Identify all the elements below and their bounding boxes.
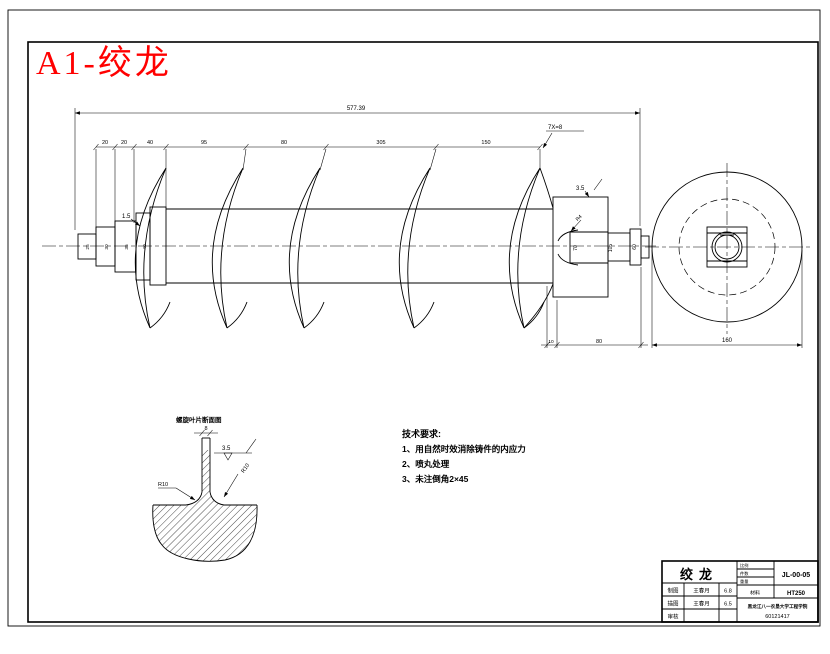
titleblock-mini-label-1: 比例 [740,562,748,569]
dim-left-step-2: 30 [104,244,110,250]
dim-seg-7: 150 [481,140,490,146]
dim-right-d70: 70 [573,245,579,251]
detail-view: 螺旋叶片断面图 8 3.5 R10 R10 [152,415,258,562]
dim-right-len80: 80 [596,339,602,345]
dim-right-d60: 60 [632,244,638,250]
dim-leader-note: 7X=8 [548,125,563,131]
titleblock-row1-label: 制图 [667,587,679,595]
tech-req-item-1: 1、用自然时效消除铸件的内应力 [402,444,526,454]
dim-left-chamfer: 1.5 [122,214,131,220]
titleblock-row1-name: 王春月 [693,587,710,595]
dim-left-step-3: 35 [124,244,130,250]
end-view: 160 [645,163,812,348]
dim-detail-r10-left: R10 [158,482,168,488]
detail-fillet-leaders: R10 R10 [158,463,251,501]
shaft-right-end: 70 105 60 3.5 R4 10 80 [541,178,650,349]
main-view: 25 30 35 40 1.5 [42,106,656,349]
dim-seg-3: 40 [147,140,153,146]
end-view-dimension: 160 [651,250,803,348]
tech-req-item-2: 2、喷丸处理 [402,459,450,469]
dim-seg-4: 95 [201,140,207,146]
titleblock-row2-label: 描图 [667,600,679,608]
overall-dimension: 577.39 [74,106,641,230]
dim-right-len10: 10 [548,339,554,345]
titleblock-row2-date: 6.5 [724,602,732,608]
titleblock-material-label: 材料 [750,590,760,597]
titleblock-part-name: 绞龙 [680,567,718,582]
dim-right-fillet: R4 [575,214,584,223]
dim-seg-1: 20 [102,140,108,146]
titleblock-row2-name: 王春月 [693,600,710,608]
titleblock-org: 黑龙江八一农垦大学工程学院 [748,603,808,610]
tech-req-title: 技术要求: [402,428,441,439]
dim-detail-r10-right: R10 [240,463,251,475]
sheet-frame [7,9,821,627]
dim-end-view-160: 160 [722,338,733,344]
title-block: 绞龙 制图 王春月 6.8 描图 王春月 6.5 审核 比例 件数 重量 JL-… [661,560,819,623]
titleblock-material: HT250 [787,591,806,597]
titleblock-mini-label-2: 件数 [740,570,749,577]
detail-thickness-dim: 8 [194,426,218,437]
tech-req-item-3: 3、未注倒角2×45 [402,474,469,484]
dim-right-d105: 105 [608,244,614,253]
titleblock-mini-label-3: 重量 [740,578,748,585]
page-title: A1-绞龙 [36,44,172,82]
dim-seg-6: 305 [376,140,385,146]
dim-detail-8: 8 [204,426,207,432]
dim-overall: 577.39 [347,106,366,112]
dim-seg-5: 80 [281,140,287,146]
dim-detail-rough: 3.5 [222,446,231,452]
segment-dimensions: 20 20 40 95 80 305 150 7X=8 [93,125,584,232]
titleblock-row1-date: 6.8 [724,589,732,595]
titleblock-row3-label: 审核 [667,613,679,621]
dim-seg-2: 20 [121,140,127,146]
dim-left-step-1: 25 [85,244,91,250]
auger-flights [134,167,554,329]
titleblock-serial: 60121417 [765,614,789,620]
titleblock-drawing-no: JL-00-05 [782,572,811,579]
detail-roughness: 3.5 [214,438,257,461]
tech-requirements: 技术要求: 1、用自然时效消除铸件的内应力 2、喷丸处理 3、未注倒角2×45 [402,428,526,484]
dim-right-roughness: 3.5 [576,186,585,192]
detail-view-title: 螺旋叶片断面图 [176,415,222,424]
